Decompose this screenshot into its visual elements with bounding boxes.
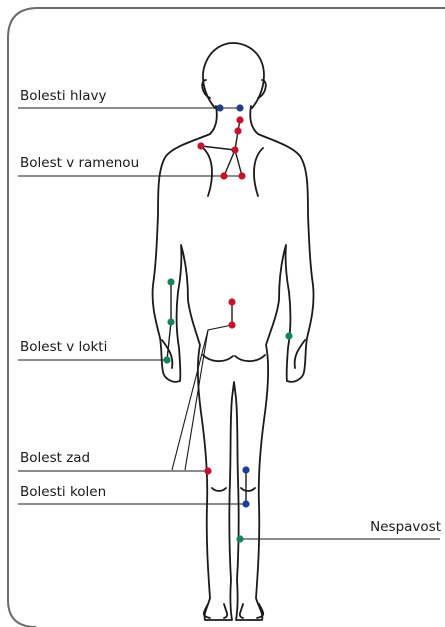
back-point-1: [228, 298, 235, 305]
elbow-point-right: [285, 332, 292, 339]
right-hand: [295, 340, 305, 368]
label-shoulder: Bolest v ramenou: [20, 155, 139, 171]
left-foot: [204, 604, 227, 618]
knee-point-2: [242, 500, 249, 507]
head-outline: [203, 43, 264, 108]
back-connector-2: [172, 330, 208, 470]
right-knee-crease: [241, 488, 255, 491]
knee-point-1: [242, 466, 249, 473]
neck-point-1: [236, 116, 243, 123]
elbow-point-2: [167, 318, 174, 325]
left-knee-crease: [212, 488, 226, 491]
neck-left: [210, 106, 217, 134]
elbow-point-3: [163, 356, 170, 363]
shoulder-point-right: [238, 172, 245, 179]
body-silhouette: [153, 134, 314, 620]
right-shoulder-blade: [254, 148, 263, 196]
body-outline: [153, 43, 314, 620]
gluteal-right: [235, 355, 265, 361]
gluteal-left: [203, 355, 233, 361]
label-knee: Bolesti kolen: [20, 484, 106, 500]
label-insomnia: Nespavost: [370, 519, 441, 535]
label-back: Bolest zad: [20, 450, 90, 466]
back-connector: [185, 325, 232, 470]
left-shoulder-blade: [203, 148, 212, 196]
back-point-2: [228, 321, 235, 328]
back-point-leg: [204, 467, 211, 474]
right-foot: [240, 604, 263, 618]
label-headache: Bolesti hlavy: [20, 88, 107, 104]
neck-point-2: [234, 127, 241, 134]
neck-right: [250, 106, 258, 134]
shoulder-point-mid: [220, 172, 227, 179]
label-elbow: Bolest v lokti: [20, 339, 107, 355]
insomnia-point: [236, 535, 243, 542]
point-connectors: [167, 120, 246, 504]
headache-point-left: [216, 104, 223, 111]
headache-point-right: [236, 104, 243, 111]
shoulder-point-left: [197, 142, 204, 149]
elbow-point-1: [167, 278, 174, 285]
neck-point-3: [231, 146, 238, 153]
left-ear: [202, 80, 210, 98]
